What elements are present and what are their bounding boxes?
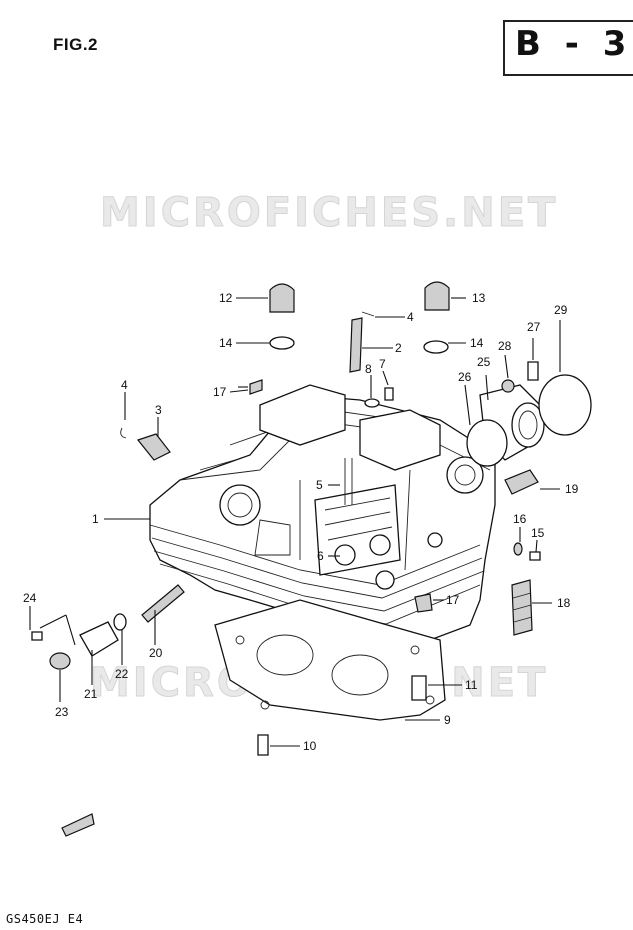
- nut-28: [501, 379, 515, 393]
- screw-15: [529, 551, 541, 561]
- callout-22: 22: [115, 667, 129, 681]
- leader-lines: [29, 297, 561, 747]
- callout-4-top: 4: [407, 310, 414, 324]
- cap-nut-12: [269, 283, 295, 313]
- seal-22: [113, 613, 127, 631]
- callout-19: 19: [565, 482, 579, 496]
- screw-27: [527, 361, 539, 381]
- callout-12: 12: [219, 291, 233, 305]
- sensor-19: [504, 469, 539, 495]
- washer-16: [513, 542, 523, 556]
- callout-1: 1: [92, 512, 99, 526]
- valve-guide: [349, 317, 363, 373]
- guide-3: [136, 433, 171, 461]
- callout-14-right: 14: [470, 336, 484, 350]
- stud-5: [344, 458, 353, 505]
- callout-23: 23: [55, 705, 69, 719]
- page-code: B - 3: [515, 24, 633, 64]
- callout-14-left: 14: [219, 336, 233, 350]
- cable-20: [141, 584, 185, 623]
- cap-23: [49, 652, 71, 670]
- callout-17-lower: 17: [446, 593, 460, 607]
- callout-25: 25: [477, 355, 491, 369]
- callout-21: 21: [84, 687, 98, 701]
- cylinder-head-illustration: [149, 384, 496, 641]
- plug-17-lower: [414, 593, 433, 613]
- callout-11: 11: [465, 678, 478, 692]
- screw-24: [31, 631, 43, 641]
- plug-17-top: [249, 379, 263, 395]
- model-code: GS450EJ E4: [6, 912, 84, 926]
- clip-4-top: [361, 311, 375, 317]
- callout-4-left: 4: [121, 378, 128, 392]
- callout-10: 10: [303, 739, 317, 753]
- callout-5: 5: [316, 478, 323, 492]
- washer-8: [364, 398, 380, 408]
- page-code-box: [503, 20, 633, 76]
- callout-26: 26: [458, 370, 472, 384]
- bolt-10: [257, 734, 269, 756]
- watermark-top: MICROFICHES.NET: [99, 190, 559, 237]
- callout-15: 15: [531, 526, 545, 540]
- fwd-arrow-icon: [61, 813, 95, 837]
- callout-28: 28: [498, 339, 512, 353]
- callout-7: 7: [379, 357, 386, 371]
- bolt-7: [384, 387, 394, 401]
- callout-9: 9: [444, 713, 451, 727]
- o-ring-26: [466, 419, 508, 467]
- head-gasket: [214, 599, 446, 721]
- callout-29: 29: [554, 303, 568, 317]
- cap-nut-13: [424, 281, 450, 311]
- callout-2: 2: [395, 341, 402, 355]
- callout-6: 6: [317, 549, 324, 563]
- figure-label: FIG.2: [53, 35, 99, 54]
- callout-16: 16: [513, 512, 527, 526]
- dowel-11: [411, 675, 427, 701]
- callout-24: 24: [23, 591, 37, 605]
- washer-14-left: [269, 336, 295, 350]
- callout-3: 3: [155, 403, 162, 417]
- callout-18: 18: [557, 596, 571, 610]
- clip-4-left: [120, 427, 127, 439]
- gear-housing-21: [79, 621, 119, 657]
- callout-13: 13: [472, 291, 486, 305]
- callout-8: 8: [365, 362, 372, 376]
- callouts: 12 13 14 14 4 2 4 3 17 8 7 1 5 6 25 26 2…: [23, 291, 579, 753]
- callout-27: 27: [527, 320, 541, 334]
- callout-17-top: 17: [213, 385, 227, 399]
- callout-20: 20: [149, 646, 163, 660]
- washer-14-right: [423, 340, 449, 354]
- clamp-29: [538, 374, 592, 436]
